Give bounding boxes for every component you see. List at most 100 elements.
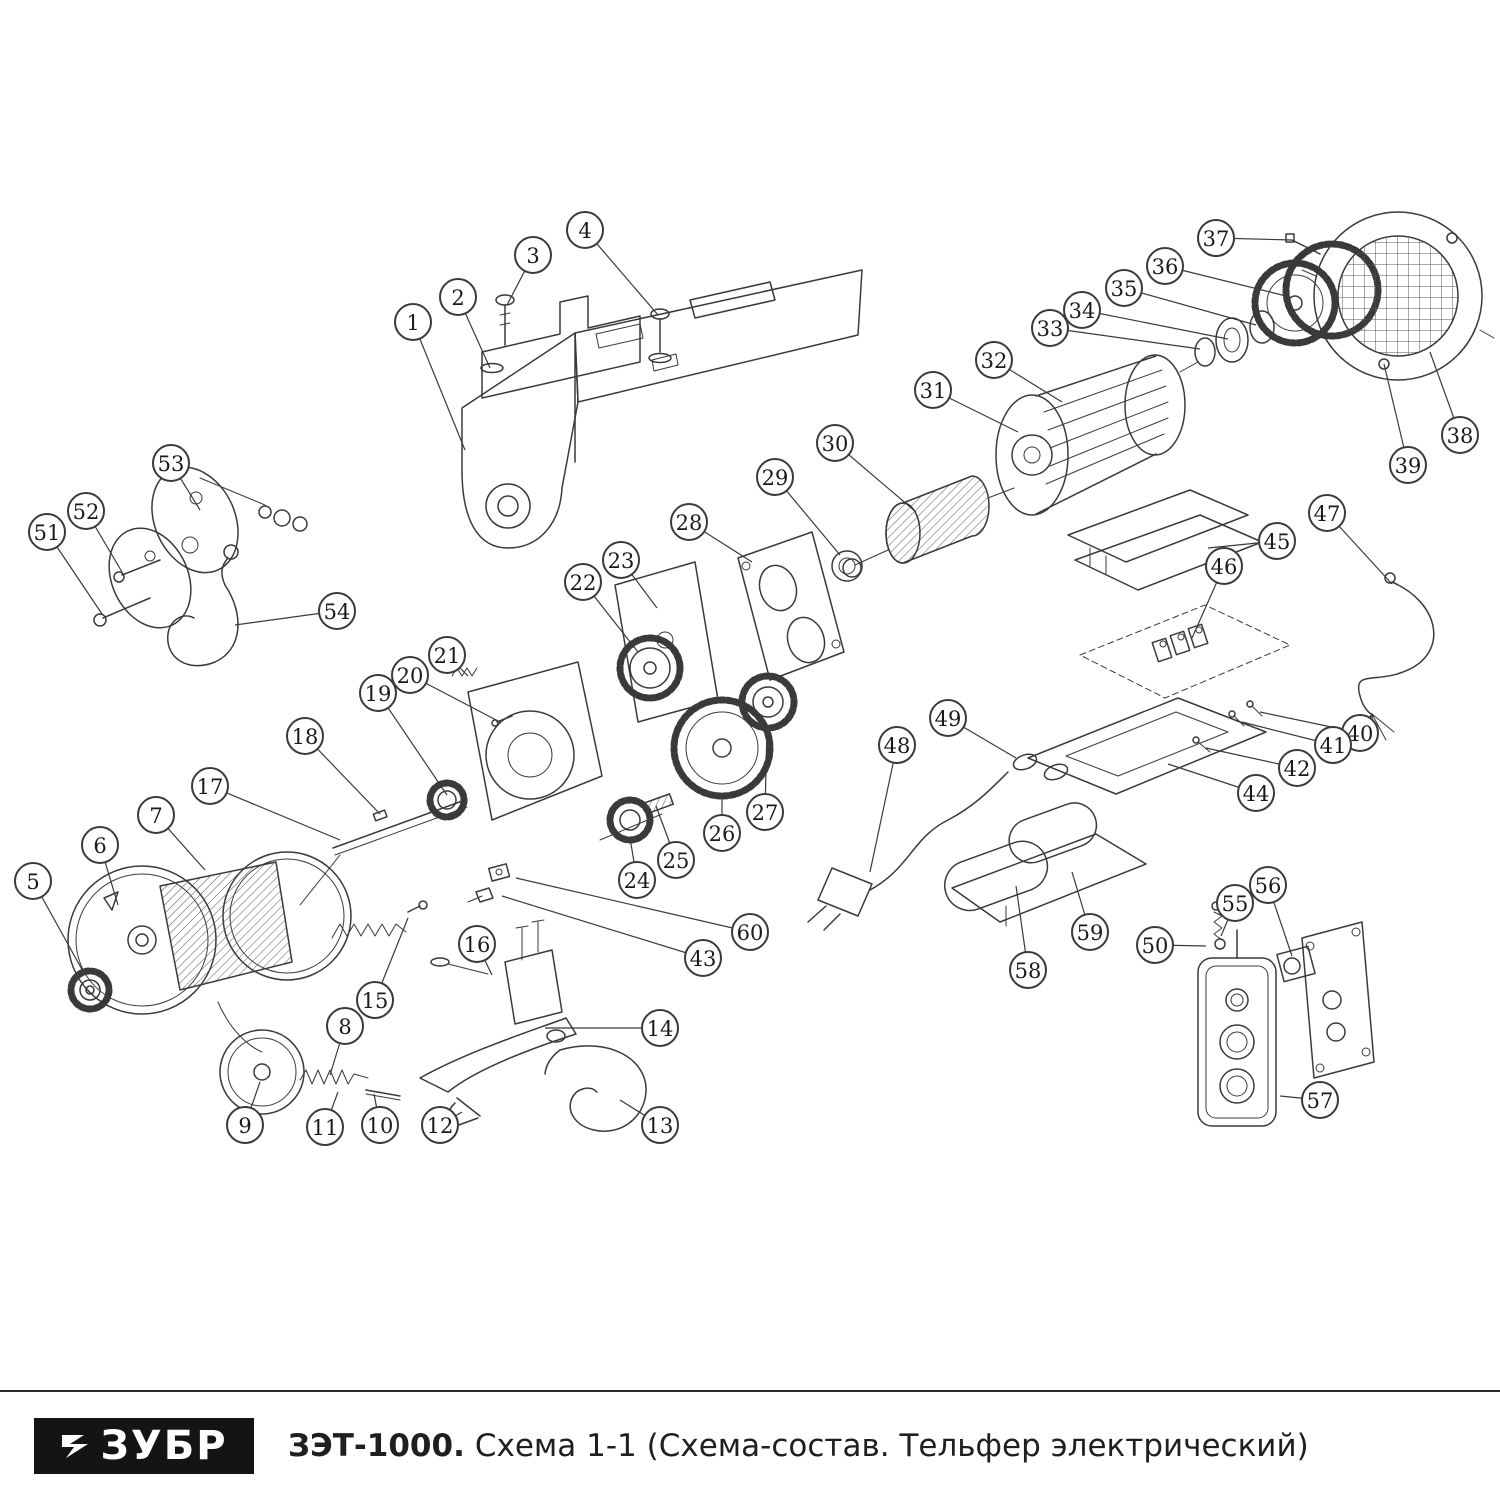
callout-19: 19 (359, 674, 397, 712)
callout-23: 23 (602, 541, 640, 579)
svg-text:23: 23 (608, 549, 635, 573)
svg-text:18: 18 (292, 725, 319, 749)
svg-text:1: 1 (406, 311, 419, 335)
svg-text:60: 60 (737, 921, 764, 945)
callout-11: 11 (306, 1108, 344, 1146)
svg-text:10: 10 (367, 1114, 394, 1138)
pendant-control (1197, 901, 1375, 1127)
svg-text:4: 4 (578, 219, 591, 243)
svg-text:9: 9 (238, 1114, 251, 1138)
svg-text:3: 3 (526, 244, 539, 268)
callout-52: 52 (67, 492, 105, 530)
svg-text:59: 59 (1077, 921, 1104, 945)
svg-text:16: 16 (464, 933, 491, 957)
svg-text:38: 38 (1447, 424, 1474, 448)
svg-text:35: 35 (1111, 277, 1138, 301)
callout-1: 1 (394, 303, 432, 341)
callout-10: 10 (361, 1106, 399, 1144)
trolley-hook-assembly (93, 466, 308, 667)
callout-38: 38 (1441, 416, 1479, 454)
svg-text:43: 43 (690, 947, 717, 971)
callout-8: 8 (326, 1007, 364, 1045)
callout-20: 20 (391, 656, 429, 694)
svg-text:31: 31 (920, 379, 947, 403)
svg-text:49: 49 (935, 707, 962, 731)
callout-28: 28 (670, 503, 708, 541)
cable-drum (67, 799, 468, 1115)
svg-text:17: 17 (197, 775, 224, 799)
svg-text:54: 54 (324, 600, 351, 624)
svg-text:36: 36 (1152, 255, 1179, 279)
beam-frame (461, 269, 863, 549)
callout-59: 59 (1071, 913, 1109, 951)
callout-54: 54 (318, 592, 356, 630)
leader-line-35 (1123, 287, 1257, 326)
callout-50: 50 (1136, 926, 1174, 964)
svg-text:44: 44 (1243, 782, 1270, 806)
brand-logo: ЗУБР (34, 1418, 254, 1474)
callout-37: 37 (1197, 219, 1235, 257)
svg-text:57: 57 (1307, 1089, 1334, 1113)
svg-text:37: 37 (1203, 227, 1230, 251)
callout-60: 60 (731, 913, 769, 951)
callout-6: 6 (81, 826, 119, 864)
svg-text:55: 55 (1222, 892, 1249, 916)
svg-text:39: 39 (1395, 454, 1422, 478)
svg-text:53: 53 (158, 452, 185, 476)
callout-5: 5 (14, 862, 52, 900)
svg-text:30: 30 (822, 432, 849, 456)
svg-text:56: 56 (1255, 874, 1282, 898)
callout-31: 31 (914, 371, 952, 409)
callout-14: 14 (641, 1009, 679, 1047)
svg-text:41: 41 (1320, 734, 1347, 758)
svg-text:52: 52 (73, 500, 100, 524)
callout-33: 33 (1031, 309, 1069, 347)
svg-text:28: 28 (676, 511, 703, 535)
callout-43: 43 (684, 939, 722, 977)
callout-18: 18 (286, 717, 324, 755)
schema-title: Схема 1-1 (Схема-состав. Тельфер электри… (474, 1428, 1309, 1464)
svg-text:12: 12 (427, 1114, 454, 1138)
brand-logo-icon (62, 1435, 89, 1458)
callout-15: 15 (356, 981, 394, 1019)
callout-48: 48 (878, 726, 916, 764)
callout-12: 12 (421, 1106, 459, 1144)
model-label: ЗЭТ-1000. (288, 1428, 465, 1464)
gearbox (426, 531, 863, 844)
callout-34: 34 (1063, 291, 1101, 329)
svg-text:11: 11 (312, 1116, 339, 1140)
svg-text:7: 7 (149, 804, 162, 828)
callout-53: 53 (152, 444, 190, 482)
leader-line-33 (1049, 327, 1201, 350)
svg-text:25: 25 (663, 849, 690, 873)
callout-51: 51 (28, 513, 66, 551)
svg-text:2: 2 (451, 286, 464, 310)
callout-44: 44 (1237, 774, 1275, 812)
svg-text:58: 58 (1015, 959, 1042, 983)
callout-42: 42 (1278, 749, 1316, 787)
callout-13: 13 (641, 1106, 679, 1144)
callout-56: 56 (1249, 866, 1287, 904)
svg-text:5: 5 (26, 870, 39, 894)
callout-57: 57 (1301, 1081, 1339, 1119)
callout-27: 27 (746, 793, 784, 831)
callout-7: 7 (137, 796, 175, 834)
leader-line-48 (869, 744, 898, 873)
svg-text:50: 50 (1142, 934, 1169, 958)
leader-line-1 (412, 321, 466, 451)
callout-29: 29 (756, 458, 794, 496)
callout-4: 4 (566, 211, 604, 249)
leader-line-43 (501, 895, 704, 959)
svg-text:27: 27 (752, 801, 779, 825)
callout-32: 32 (975, 341, 1013, 379)
exploded-diagram: 1234567891011121314151617181920212223242… (14, 211, 1495, 1146)
callout-36: 36 (1146, 247, 1184, 285)
callout-16: 16 (458, 925, 496, 963)
callout-17: 17 (191, 767, 229, 805)
callout-55: 55 (1216, 884, 1254, 922)
svg-text:45: 45 (1264, 530, 1291, 554)
callout-30: 30 (816, 424, 854, 462)
svg-text:32: 32 (981, 349, 1008, 373)
svg-text:51: 51 (34, 521, 61, 545)
